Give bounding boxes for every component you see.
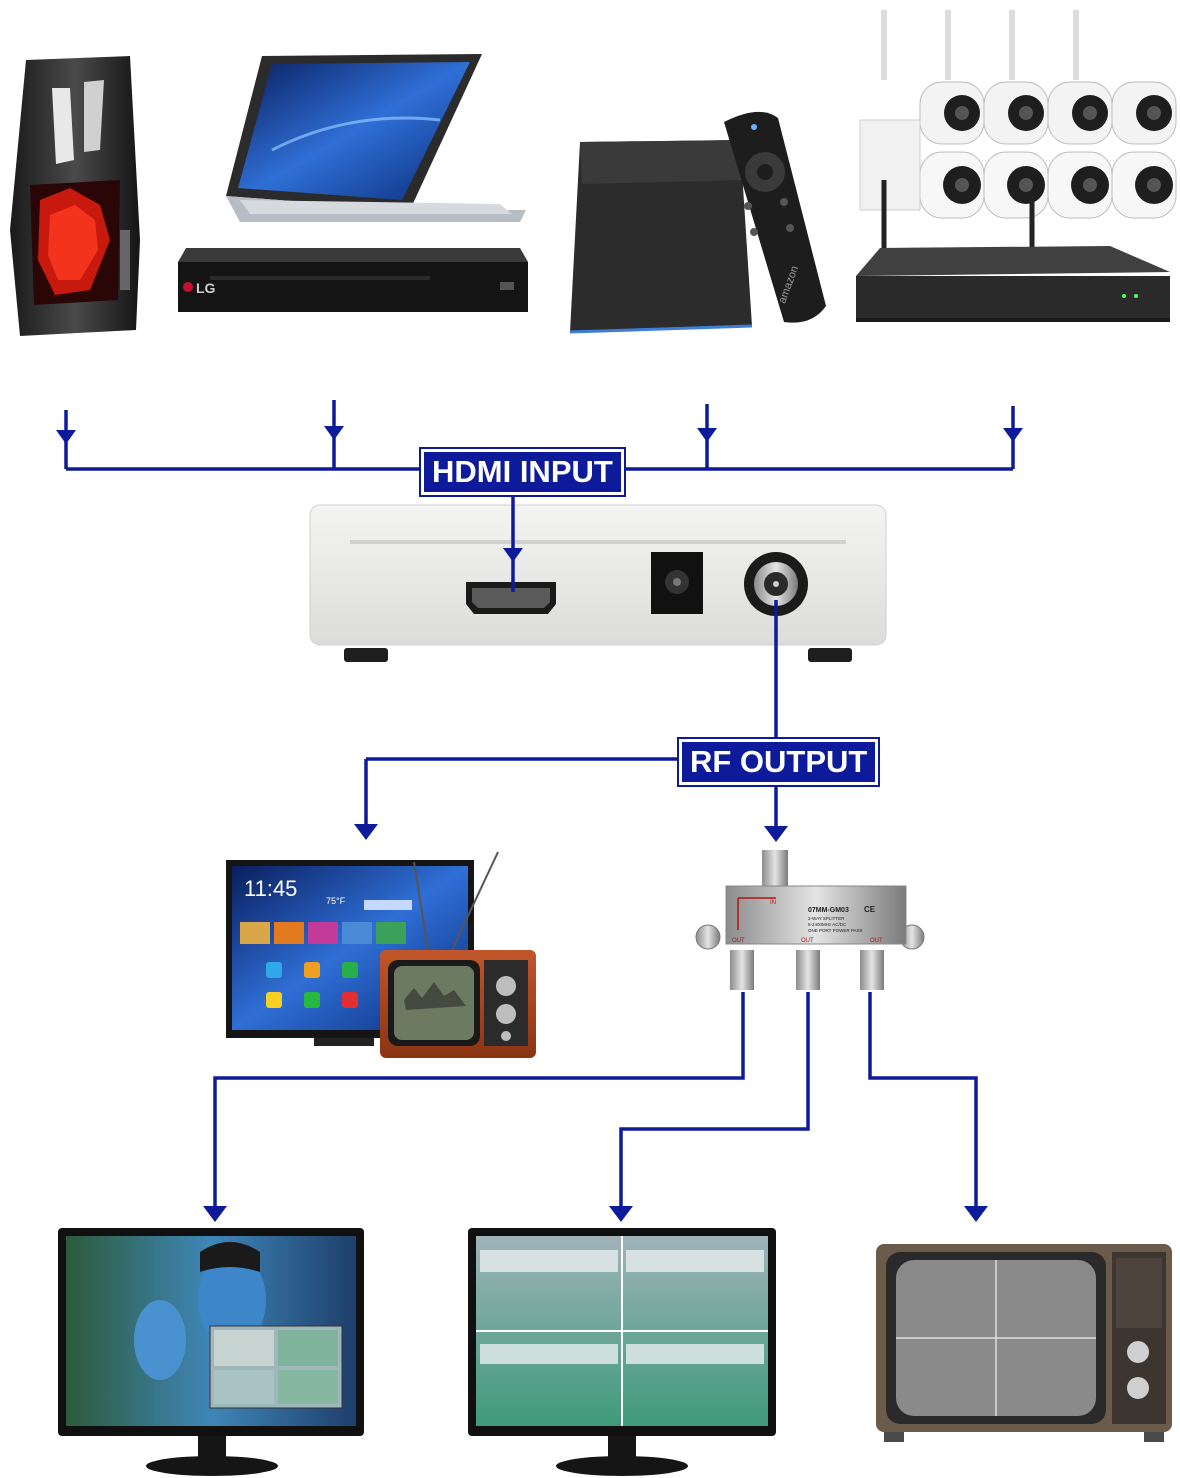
- hdmi-input-label: HDMI INPUT: [419, 447, 626, 497]
- smart-tv-clock: 11:45: [244, 876, 297, 901]
- splitter-out-2-text: OUT: [801, 938, 814, 944]
- cctv-cameras: [859, 10, 1177, 219]
- hdmi-input-arrowhead: [503, 548, 523, 562]
- nvr-recorder-icon: [856, 180, 1170, 322]
- cctv-kit-icon: [856, 10, 1177, 322]
- dvd-brand-text: LG: [196, 280, 216, 296]
- retro-tv-bottom-icon: [876, 1244, 1172, 1442]
- splitter-desc-2: 5-2400MHz AC/DC: [808, 922, 847, 927]
- coax-splitter-icon: 07MM-GM03 CE 3-WAY SPLITTER 5-2400MHz AC…: [695, 850, 925, 990]
- retro-tv-icon: [380, 851, 536, 1058]
- monitor-2-icon: [468, 1228, 776, 1476]
- hdmi-rf-modulator-icon: [309, 504, 887, 662]
- hdmi-port-icon: [466, 582, 556, 614]
- dc-power-port-icon: [651, 552, 703, 614]
- smart-tv-temp: 75°F: [326, 896, 346, 906]
- laptop-icon: [226, 54, 526, 222]
- rf-output-label: RF OUTPUT: [676, 737, 881, 787]
- rf-coax-port-icon: [744, 552, 808, 616]
- splitter-out-1-text: OUT: [732, 938, 745, 944]
- splitter-in-text: IN: [770, 900, 776, 906]
- tv-box-icon: [569, 140, 753, 334]
- dvd-player-icon: LG: [178, 248, 528, 312]
- splitter-desc-3: ONE PORT POWER PASS: [808, 928, 863, 933]
- splitter-model-text: 07MM-GM03: [808, 907, 849, 914]
- smart-tv-icon: 11:45 75°F: [226, 860, 474, 1046]
- splitter-out-3-text: OUT: [870, 938, 883, 944]
- splitter-ce-text: CE: [864, 905, 876, 914]
- pc-tower-icon: [10, 56, 140, 336]
- splitter-output-lines: [203, 992, 988, 1222]
- monitor-1-icon: [58, 1228, 364, 1476]
- splitter-desc-1: 3-WAY SPLITTER: [808, 916, 845, 921]
- remote-control-icon: amazon: [724, 111, 826, 323]
